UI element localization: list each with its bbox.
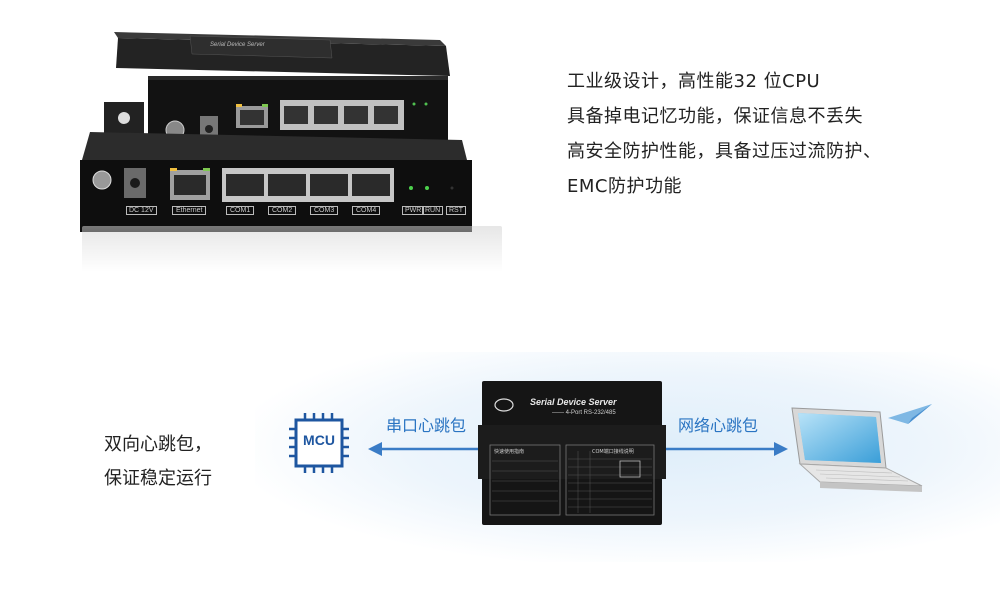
dc-label: DC 12V: [126, 206, 157, 215]
feature-line: 高安全防护性能，具备过压过流防护、: [567, 141, 882, 162]
rst-label: RST: [446, 206, 466, 215]
arrow-right-icon: [666, 442, 788, 456]
top-brand-text: Serial Device Server: [210, 42, 266, 48]
serial-device-server: [478, 381, 666, 525]
feature-line: 工业级设计，高性能32 位CPU: [567, 71, 821, 92]
arrow-left-icon: [368, 442, 484, 456]
port-label-com1: COM1: [226, 206, 255, 215]
feature-line: EMC防护功能: [567, 176, 682, 197]
caption-line: 双向心跳包，: [104, 434, 212, 455]
paper-plane-icon: [888, 404, 932, 424]
panel-left-title: 快速使用指南: [494, 449, 525, 455]
panel-right-title: COM端口接线说明: [592, 449, 634, 455]
device-title: Serial Device Server: [530, 397, 617, 407]
heartbeat-caption: 双向心跳包， 保证稳定运行: [104, 428, 212, 496]
ethernet-label: Ethernet: [172, 206, 207, 215]
pwr-label: PWR: [402, 206, 425, 215]
mcu-label: MCU: [303, 432, 335, 448]
product-photo: Serial Device Server: [80, 32, 472, 232]
caption-line: 保证稳定运行: [104, 468, 212, 489]
port-label-com2: COM2: [268, 206, 297, 215]
lower-device: [80, 132, 472, 232]
network-heartbeat-label: 网络心跳包: [678, 416, 759, 435]
device-subtitle: —— 4-Port RS-232/485: [552, 410, 616, 416]
feature-line: 具备掉电记忆功能，保证信息不丢失: [567, 106, 863, 127]
mcu-chip-icon: [289, 413, 349, 473]
product-reflection: [82, 226, 502, 272]
serial-heartbeat-label: 串口心跳包: [386, 416, 467, 435]
port-label-com3: COM3: [310, 206, 339, 215]
port-label-com4: COM4: [352, 206, 381, 215]
laptop-icon: [791, 407, 923, 492]
feature-list: 工业级设计，高性能32 位CPU 具备掉电记忆功能，保证信息不丢失 高安全防护性…: [567, 64, 882, 204]
run-label: RUN: [422, 206, 444, 215]
